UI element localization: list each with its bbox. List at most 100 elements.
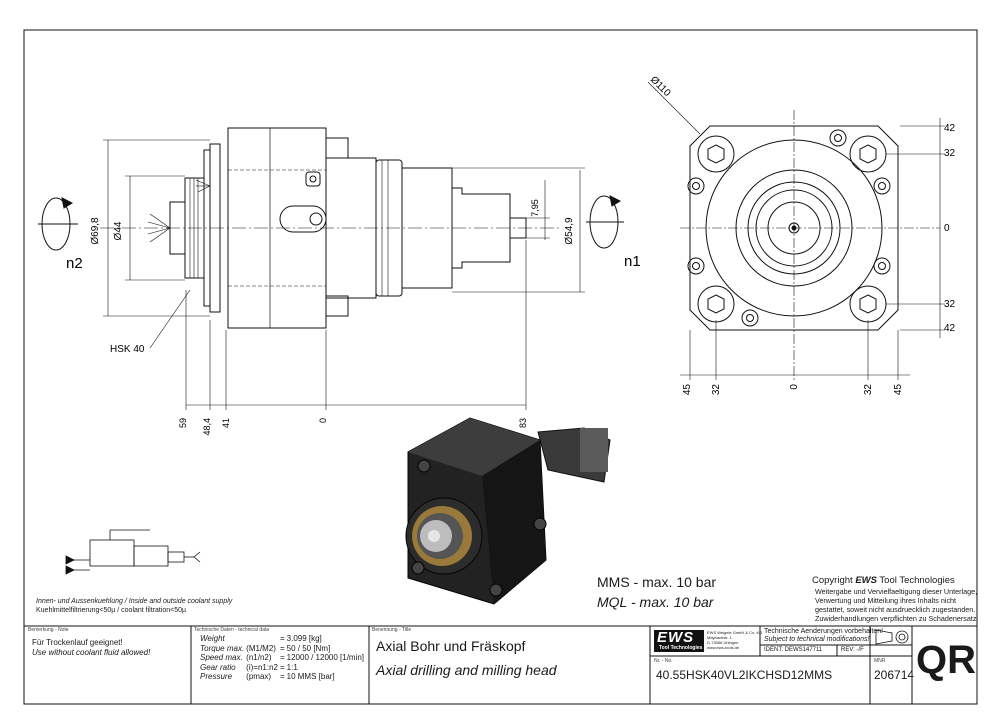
tech-eq: = (279, 662, 285, 672)
tick-b32-left: 32 (711, 384, 722, 396)
titleblock-grid (24, 625, 977, 704)
mnr-number: 206714 (874, 668, 915, 682)
copyright-title: Copyright EWS Tool Technologies (812, 575, 955, 586)
company-line: Maybachstr. 1 (707, 635, 732, 640)
tick-83: 83 (518, 418, 528, 428)
tick-41: 41 (221, 418, 231, 428)
side-dimensions (103, 139, 585, 410)
flange-lip (203, 149, 211, 307)
tech-sym (246, 634, 280, 644)
tech-row: Gear ratio (i)=n1:n2=1:1 (200, 663, 366, 673)
copyright-notice: Weitergabe und Vervielfaeltigung dieser … (815, 587, 978, 623)
copyright-line: Weitergabe und Vervielfaeltigung dieser … (815, 587, 978, 596)
company-address: EWS Weigele GmbH & Co. KG Maybachstr. 1 … (707, 630, 762, 650)
rev: REV: -/F (841, 647, 864, 653)
remark-en: Use without coolant fluid allowed! (32, 648, 151, 657)
tick-48-4: 48,4 (202, 418, 212, 436)
tech-val: 12000 / 12000 [1/min] (286, 653, 365, 662)
copyright-line: gestattet, soweit nicht ausdruecklich zu… (815, 605, 976, 614)
tick-b45-right: 45 (893, 384, 904, 396)
tech-row: Weight =3.099 [kg] (200, 634, 366, 644)
tech-name: Speed max. (200, 653, 243, 662)
company-line: EWS Weigele GmbH & Co. KG (707, 630, 763, 635)
tech-name: Pressure (200, 672, 233, 681)
dim-d110: Ø110 (648, 74, 673, 99)
coolant-line-2: Kuehlmittelfiltrierung<50µ / coolant fil… (36, 607, 187, 614)
tick-0: 0 (318, 418, 328, 423)
side-view (100, 127, 560, 329)
front-dimensions (647, 81, 945, 380)
tech-val: 10 MMS [bar] (286, 672, 335, 681)
tech-eq: = (279, 643, 285, 653)
tick-b0: 0 (789, 384, 800, 390)
tech-val: 1:1 (286, 662, 298, 672)
ident: IDENT: DEWS147711 (764, 647, 823, 653)
dim-d795: 7,95 (530, 199, 540, 217)
tech-eq: = (279, 634, 285, 643)
tick-b45-left: 45 (682, 384, 693, 396)
projection-symbol (875, 629, 909, 645)
tech-eq: = (279, 672, 285, 681)
tick-59: 59 (178, 418, 188, 428)
tech-name: Weight (200, 634, 225, 643)
dim-d549: Ø54,9 (564, 217, 575, 245)
label-n1: n1 (624, 253, 641, 270)
copyright-line: Zuwiderhandlungen verpflichten zu Schade… (815, 614, 979, 623)
mms-text: MMS - max. 10 bar (597, 574, 717, 590)
rotation-n1 (586, 195, 624, 249)
title-en: Axial drilling and milling head (376, 662, 557, 678)
dim-d698: Ø69,8 (90, 217, 101, 245)
tech-row: Speed max.(n1/n2) =12000 / 12000 [1/min] (200, 653, 366, 663)
tick-r32-top: 32 (944, 148, 956, 159)
tech-val: 50 / 50 [Nm] (286, 643, 331, 653)
qr-mark: QR (916, 638, 976, 682)
copyright-line: Verwertung und Mitteilung ihres Inhalts … (815, 596, 957, 605)
ews-logo-sub: Tool Technologies (659, 645, 703, 651)
coolant-note: Innen- und Aussenkuehlung / Inside and o… (36, 597, 232, 615)
mnr-label: MNR (874, 658, 886, 664)
tick-r0: 0 (944, 223, 950, 234)
title-label: Benennung - Title (372, 627, 412, 633)
logo-box (654, 630, 704, 652)
tech-label: Technische Daten - technical data (194, 627, 270, 633)
front-centerlines (680, 110, 940, 380)
tick-r42-bot: 42 (944, 323, 956, 334)
tech-name: Gear ratio (200, 662, 236, 672)
remark-de: Für Trockenlauf geeignet! (32, 638, 123, 647)
company-line: D-73066 Uhingen (707, 640, 739, 645)
nr-label: Nr. - No. (654, 658, 673, 664)
tech-table: Weight=3.099 [kg] Torque max.(M1/M2)=50 … (200, 634, 366, 682)
tech-eq: = (279, 653, 285, 662)
remark-label: Bemerkung - Note (28, 627, 69, 633)
rotation-n2 (38, 197, 78, 251)
tech-sym: (pmax) (246, 672, 272, 681)
copyright-brand: EWS (855, 575, 877, 586)
front-plate (689, 125, 899, 331)
coolant-line-1: Innen- und Aussenkuehlung / Inside and o… (36, 598, 233, 605)
tech-sym: (i)=n1:n2 (246, 662, 278, 672)
tick-r32-bot: 32 (944, 299, 956, 310)
tick-r42-top: 42 (944, 123, 956, 134)
tick-b32-right: 32 (863, 384, 874, 396)
company-line: www.ews-tools.de (707, 645, 740, 650)
change-en: Subject to technical modifications! (764, 636, 870, 643)
copyright-prefix: Copyright (812, 575, 856, 586)
tech-name: Torque max. (200, 643, 245, 653)
copyright-suffix: Tool Technologies (876, 575, 955, 586)
change-de: Technische Aenderungen vorbehalten! (764, 628, 884, 635)
tech-sym: (M1/M2) (246, 643, 276, 653)
tech-row: Pressure (pmax) =10 MMS [bar] (200, 672, 366, 682)
tech-val: 3.099 [kg] (286, 634, 322, 643)
mql-text: MQL - max. 10 bar (597, 594, 714, 610)
dim-d44: Ø44 (113, 221, 124, 240)
label-hsk: HSK 40 (110, 344, 145, 355)
label-n2: n2 (66, 255, 83, 272)
tech-row: Torque max.(M1/M2)=50 / 50 [Nm] (200, 644, 366, 654)
title-de: Axial Bohr und Fräskopf (376, 638, 526, 654)
render-3d (405, 417, 611, 605)
coolant-schematic (65, 529, 201, 575)
tech-sym: (n1/n2) (246, 653, 272, 662)
part-number: 40.55HSK40VL2IKCHSD12MMS (656, 668, 833, 682)
